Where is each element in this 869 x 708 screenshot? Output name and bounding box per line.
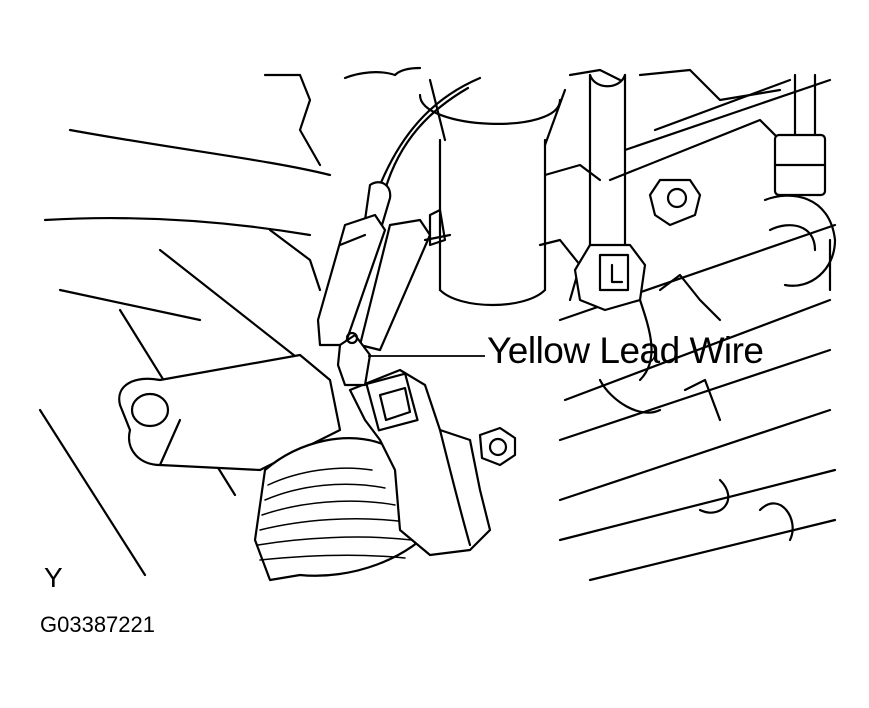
- mounting-boss: [648, 178, 702, 227]
- probe-clip: [316, 213, 432, 387]
- view-letter: Y: [44, 562, 63, 593]
- yellow-lead-wire: [363, 76, 482, 227]
- stud: [423, 208, 452, 247]
- ignition-coil: [348, 368, 492, 557]
- callout-label: Yellow Lead Wire: [487, 330, 764, 371]
- vertical-pipe: [773, 73, 827, 197]
- engine-block-outline: [263, 68, 837, 582]
- coolant-hose: [588, 73, 627, 252]
- sensor-connector: [573, 243, 647, 312]
- large-cylinder: [393, 66, 567, 307]
- figure-code: G03387221: [40, 612, 155, 637]
- coil-bolt: [478, 426, 517, 467]
- intake-flange: [118, 353, 342, 472]
